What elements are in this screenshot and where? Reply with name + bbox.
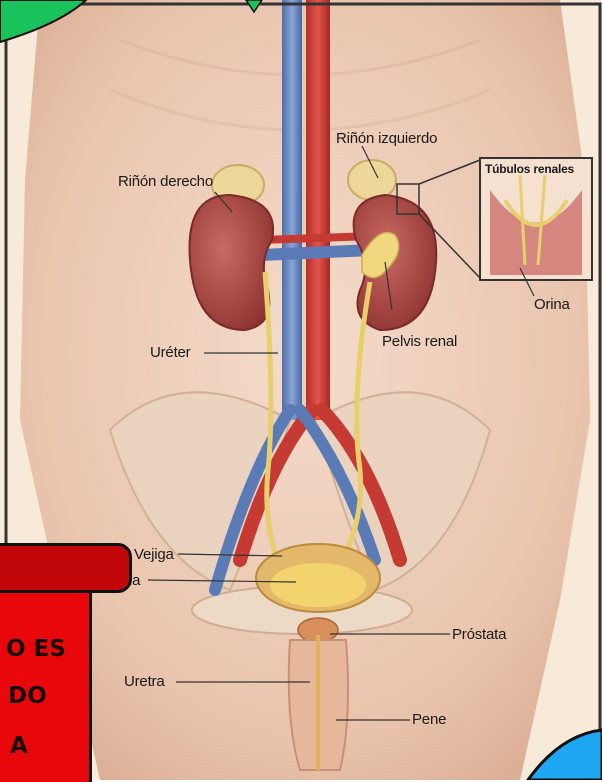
overlay-text-line-1: O ES bbox=[6, 636, 66, 662]
vena-cava bbox=[282, 0, 302, 420]
label-ureter: Uréter bbox=[150, 344, 190, 361]
label-renal-pelvis: Pelvis renal bbox=[382, 333, 457, 350]
overlay-text-line-2: DO bbox=[8, 683, 47, 709]
red-overlay-tab bbox=[0, 543, 132, 593]
label-left-kidney: Riñón izquierdo bbox=[336, 130, 437, 147]
label-renal-tubules: Túbulos renales bbox=[485, 162, 574, 176]
tubules-inset bbox=[480, 158, 592, 280]
overlay-text-line-3: A bbox=[10, 733, 28, 759]
label-bladder: Vejiga bbox=[134, 546, 174, 563]
label-urine-inset: Orina bbox=[534, 296, 570, 313]
label-prostate: Próstata bbox=[452, 626, 506, 643]
label-penis: Pene bbox=[412, 711, 446, 728]
aorta bbox=[306, 0, 330, 420]
renal-vein bbox=[262, 250, 372, 255]
bladder-urine bbox=[270, 563, 366, 607]
label-urethra: Uretra bbox=[124, 673, 164, 690]
label-right-kidney: Riñón derecho bbox=[118, 173, 213, 190]
